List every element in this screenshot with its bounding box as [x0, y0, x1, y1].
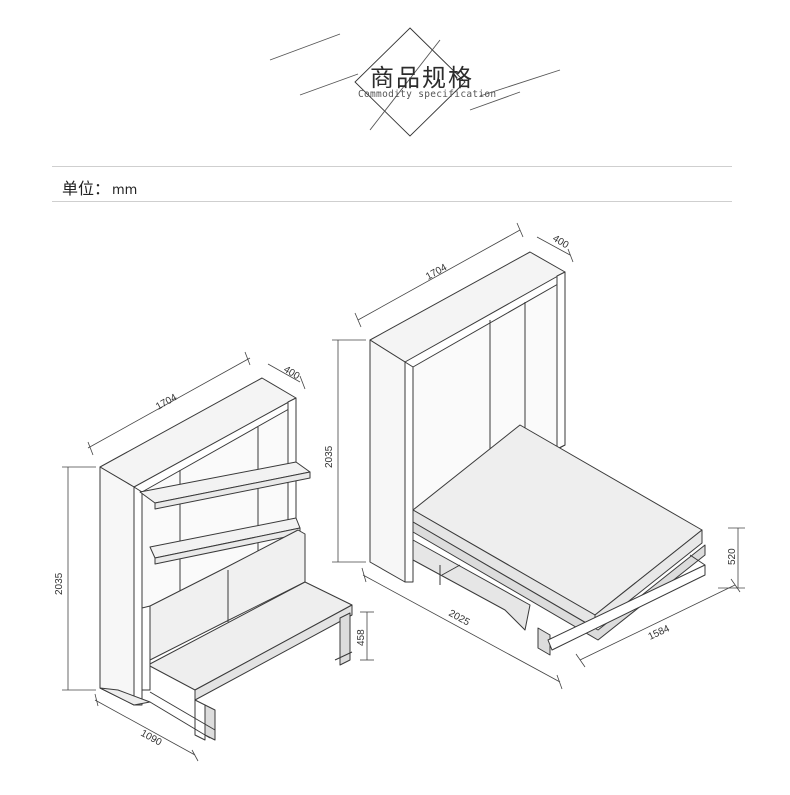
- sofa-bed-figure: [62, 351, 374, 762]
- dim-sofa-width: 1704: [154, 392, 179, 413]
- divider-top: [52, 166, 732, 167]
- page-subtitle: Commodity specification: [358, 89, 497, 100]
- dim-bed-length: 2025: [447, 608, 472, 629]
- page-title: 商品规格: [370, 64, 474, 92]
- bed-dimension-lines: [332, 222, 745, 690]
- wall-bed-figure: [369, 251, 706, 656]
- header: 商品规格 Commodity specification: [0, 0, 790, 150]
- divider-bottom: [52, 201, 732, 202]
- dim-sofa-seat-height: 458: [356, 629, 367, 646]
- unit-label: 单位：: [62, 179, 111, 198]
- dim-sofa-open-depth: 1090: [139, 728, 164, 749]
- dim-bed-cabinet-width: 1704: [424, 262, 449, 283]
- dim-bed-cabinet-height: 2035: [324, 445, 335, 468]
- dim-bed-cabinet-depth: 400: [550, 233, 570, 251]
- unit-line: 单位：mm: [62, 175, 137, 199]
- header-decoration: [269, 27, 561, 137]
- dim-sofa-depth: 400: [281, 364, 301, 382]
- dim-bed-height: 520: [727, 548, 738, 565]
- dim-sofa-height: 2035: [54, 572, 65, 595]
- unit-value: mm: [112, 183, 138, 198]
